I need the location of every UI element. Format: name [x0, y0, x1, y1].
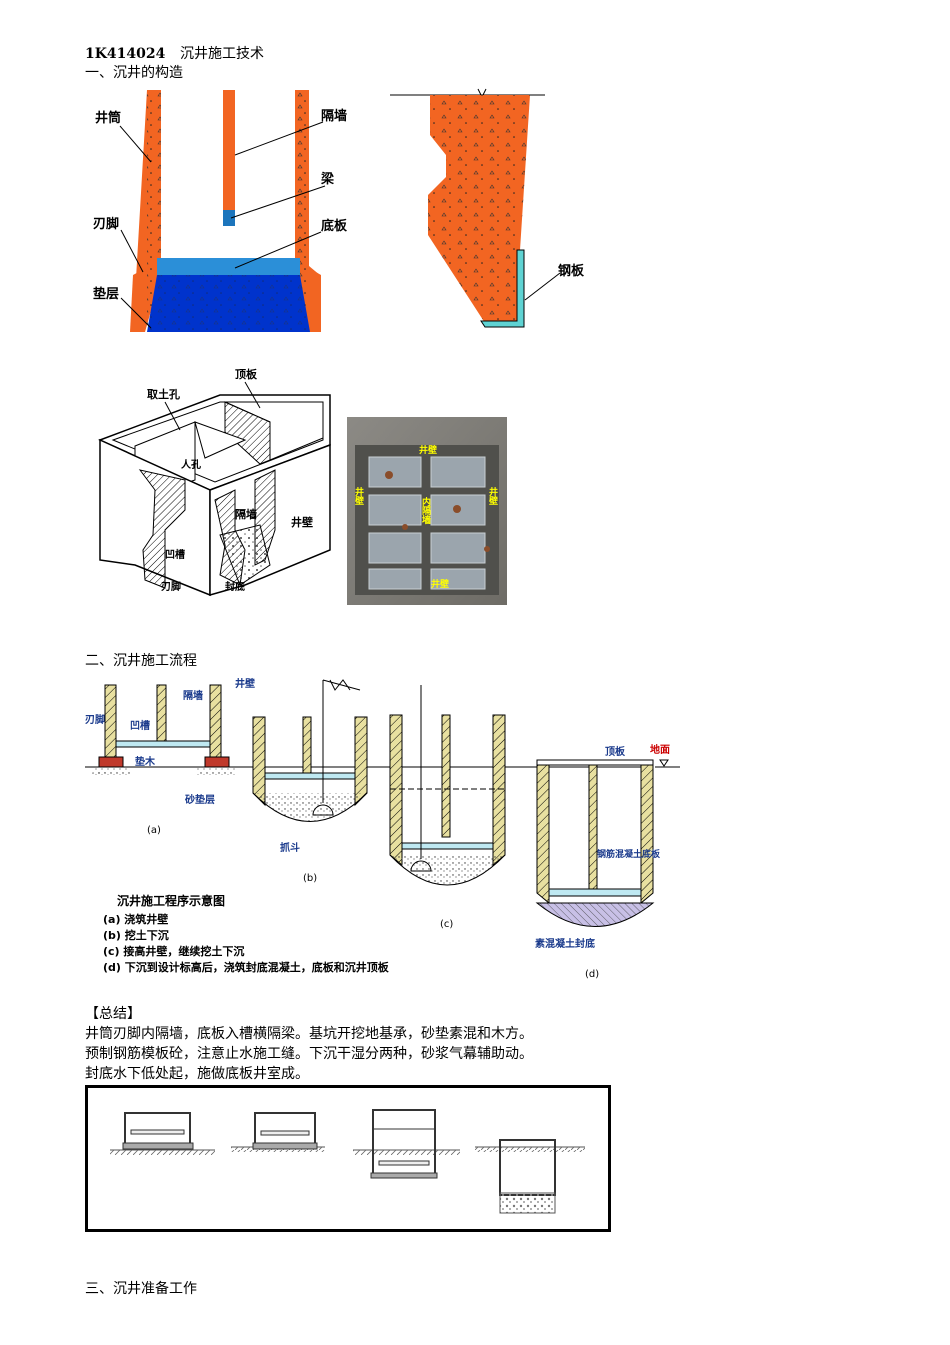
caption-d: (d): [585, 969, 599, 980]
sinking-process-diagram: 隔墙 井壁 刃脚 凹槽 垫木 砂垫层 (a) 抓斗 (b) (c): [85, 677, 680, 980]
label-geqiang: 隔墙: [321, 108, 347, 124]
caisson-3d-sketch: 取土孔 顶板 人孔 隔墙 井壁 凹槽 刃脚 封底: [98, 367, 331, 597]
caisson-section-diagram: 井筒 隔墙 梁 底板 刃脚 垫层: [93, 90, 348, 332]
photo-label-center: 内隔墙: [420, 496, 431, 525]
cutting-edge-detail-diagram: 钢板: [390, 88, 585, 328]
legend-title: 沉井施工程序示意图: [117, 893, 225, 908]
photo-label-top: 井壁: [419, 444, 437, 456]
label-dimian: 地面: [650, 743, 670, 756]
label-zhuadou: 抓斗: [280, 841, 300, 854]
label-geqiang-a: 隔墙: [183, 689, 203, 702]
label-renjiao: 刃脚: [93, 216, 119, 232]
label-liang: 梁: [320, 171, 335, 187]
caption-b: (b): [303, 873, 317, 884]
photo-label-bottom: 井壁: [431, 578, 449, 590]
legend-item-a: (a) 浇筑井壁: [103, 912, 168, 926]
label-gangjin-diban: 钢筋混凝土底板: [597, 848, 661, 860]
title-text: 沉井施工技术: [179, 46, 264, 62]
legend-item-d: (d) 下沉到设计标高后，浇筑封底混凝土，底板和沉井顶板: [103, 960, 390, 974]
label-dingban-d: 顶板: [605, 745, 626, 758]
label-dianceng: 垫层: [93, 286, 119, 302]
summary-heading: 【总结】: [85, 1006, 141, 1022]
photo-label-left: 井壁: [353, 486, 364, 505]
section-heading-3: 三、沉井准备工作: [85, 1281, 197, 1297]
label-fengdi: 封底: [225, 580, 245, 593]
legend-item-b: (b) 挖土下沉: [103, 928, 169, 942]
label-renkong: 人孔: [181, 458, 201, 471]
label-dianmu: 垫木: [135, 755, 156, 768]
label-shadianceng: 砂垫层: [184, 793, 215, 806]
label-aocao: 凹槽: [165, 548, 185, 561]
section-heading-2: 二、沉井施工流程: [85, 653, 197, 669]
caption-c: (c): [440, 919, 453, 930]
label-jingbi-3d: 井壁: [291, 515, 313, 529]
caisson-site-photo: 井壁 井壁 井壁 井壁 内隔墙: [347, 417, 507, 605]
page-title: 1K414024 沉井施工技术: [85, 45, 264, 64]
summary-line-2: 预制钢筋模板砼，注意止水施工缝。下沉干湿分两种，砂浆气幕辅助动。: [85, 1046, 533, 1062]
label-renjiao-3d: 刃脚: [161, 580, 181, 593]
sinking-sequence-frame: [85, 1085, 611, 1232]
summary-line-1: 井筒刃脚内隔墙，底板入槽横隔梁。基坑开挖地基承，砂垫素混和木方。: [85, 1026, 533, 1042]
label-renjiao-a: 刃脚: [85, 713, 105, 726]
photo-label-right: 井壁: [487, 486, 498, 505]
label-aocao-a: 凹槽: [130, 719, 150, 732]
label-jingbi-a: 井壁: [235, 677, 255, 690]
summary-line-3: 封底水下低处起，施做底板井室成。: [85, 1066, 309, 1082]
title-code: 1K414024: [85, 46, 166, 62]
caption-a: (a): [147, 825, 161, 836]
label-geqiang-3d: 隔墙: [235, 507, 257, 521]
section-heading-1: 一、沉井的构造: [85, 65, 183, 81]
label-jingtong: 井筒: [95, 110, 121, 126]
label-dingban: 顶板: [235, 367, 258, 381]
label-gangban: 钢板: [558, 263, 585, 279]
legend-item-c: (c) 接高井壁，继续挖土下沉: [103, 944, 244, 958]
label-sufeng: 素混凝土封底: [535, 937, 595, 950]
label-qutukong: 取土孔: [147, 387, 180, 401]
label-diban: 底板: [321, 218, 348, 234]
